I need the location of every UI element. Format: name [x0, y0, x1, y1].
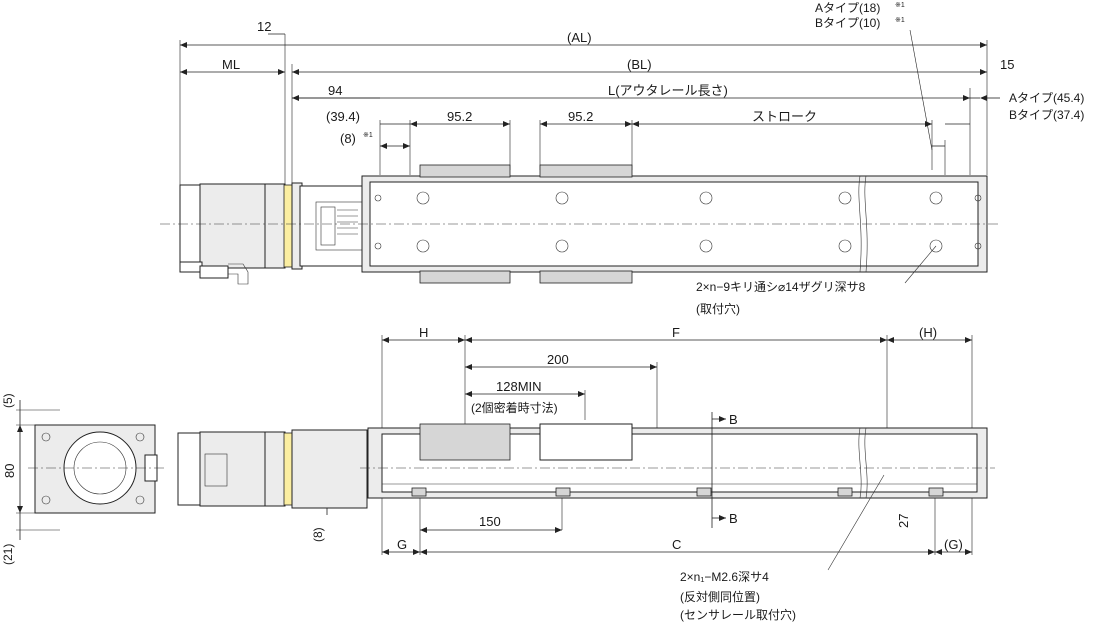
note-mark-a: ※1 [895, 2, 905, 9]
dim-21: (21) [1, 544, 15, 565]
dim-c: C [672, 537, 681, 552]
dim-stroke: ストローク [752, 109, 817, 124]
tap-note-sub1: (反対側同位置) [680, 589, 760, 604]
dim-200: 200 [547, 352, 569, 367]
dim-12: 12 [257, 19, 271, 34]
note-mark-b: ※1 [895, 17, 905, 24]
top-view [160, 29, 1000, 285]
label-b-type-top: Bタイプ(10) [815, 16, 880, 30]
dim-150: 150 [479, 514, 501, 529]
dim-g-right: (G) [944, 537, 963, 552]
label-a-type-top: Aタイプ(18) [815, 1, 880, 15]
dim-39-4: (39.4) [326, 109, 360, 124]
dim-bl: (BL) [627, 57, 652, 72]
dim-a-type-right: Aタイプ(45.4) [1009, 91, 1084, 105]
dim-ml: ML [222, 57, 240, 72]
section-mark-top: B [729, 412, 738, 427]
side-view [177, 335, 995, 571]
dim-95-2-a: 95.2 [447, 109, 472, 124]
dim-al: (AL) [567, 30, 592, 45]
dim-80: 80 [2, 464, 17, 478]
tap-note: 2×n₁−M2.6深サ4 [680, 570, 769, 584]
dim-h-right: (H) [919, 325, 937, 340]
dim-l: L(アウタレール長さ) [608, 83, 728, 98]
hole-note: 2×n−9キリ通シ⌀14ザグリ深サ8 [696, 280, 866, 294]
dim-b-type-right: Bタイプ(37.4) [1009, 108, 1084, 122]
note-mark-8: ※1 [363, 132, 373, 139]
dim-f: F [672, 325, 680, 340]
dim-8: (8) [340, 131, 356, 146]
dim-h: H [419, 325, 428, 340]
tap-note-sub2: (センサレール取付穴) [680, 607, 796, 622]
dim-8-side: (8) [311, 527, 325, 542]
dim-94: 94 [328, 83, 342, 98]
dim-5: (5) [1, 393, 15, 408]
dim-g: G [397, 537, 407, 552]
end-view [16, 400, 165, 540]
dim-95-2-b: 95.2 [568, 109, 593, 124]
dim-27: 27 [896, 514, 911, 528]
dim-15: 15 [1000, 57, 1014, 72]
section-mark-bottom: B [729, 511, 738, 526]
hole-note-sub: (取付穴) [696, 301, 740, 316]
dim-128: 128MIN [496, 379, 542, 394]
dim-128-sub: (2個密着時寸法) [471, 400, 558, 415]
